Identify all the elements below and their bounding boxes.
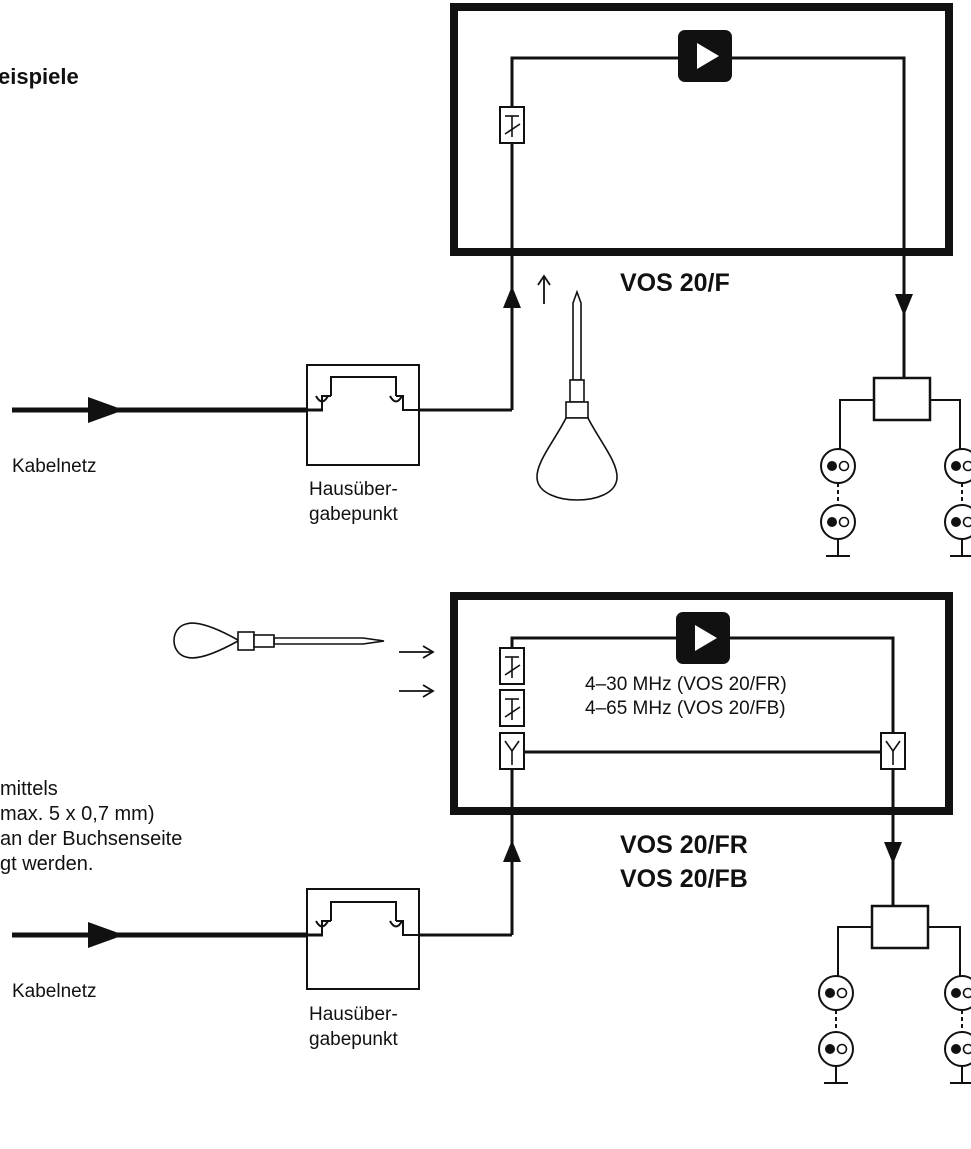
- outlet-icon: [818, 975, 854, 1011]
- frequency-label-2: 4–65 MHz (VOS 20/FB): [585, 698, 786, 719]
- diplexer-icon: [499, 732, 525, 770]
- transfer-label-top-2: gabepunkt: [309, 504, 398, 525]
- amplifier-icon: [676, 612, 730, 664]
- vos20f-housing: [450, 3, 953, 256]
- model-label-bottom-2: VOS 20/FB: [620, 865, 748, 893]
- outlet-icon: [820, 448, 856, 484]
- model-label-top: VOS 20/F: [620, 269, 730, 297]
- outlet-icon: [944, 448, 971, 484]
- screwdriver-icon: [536, 289, 618, 501]
- cable-arrow-icon: [88, 397, 124, 423]
- vos20f-signal-path: [510, 56, 906, 270]
- vos20fr-housing: [450, 592, 953, 815]
- note-line-2: max. 5 x 0,7 mm): [0, 803, 155, 825]
- source-label-bottom: Kabelnetz: [12, 981, 97, 1002]
- output-arrow-icon: [884, 842, 902, 864]
- transfer-label-bottom-1: Hausüber-: [309, 1004, 398, 1025]
- outlet-icon: [820, 504, 856, 557]
- note-line-4: gt werden.: [0, 853, 94, 875]
- note-line-1: mittels: [0, 778, 58, 800]
- equalizer-icon: [499, 106, 525, 144]
- bottom-diagram: [12, 592, 971, 1084]
- outlet-splitter: [872, 376, 932, 422]
- slope-icon: [499, 647, 525, 685]
- transfer-label-top-1: Hausüber-: [309, 479, 398, 500]
- diplexer-icon: [880, 732, 906, 770]
- source-label-top: Kabelnetz: [12, 456, 97, 477]
- outlet-icon: [818, 1031, 854, 1084]
- transfer-label-bottom-2: gabepunkt: [309, 1029, 398, 1050]
- model-label-bottom-1: VOS 20/FR: [620, 831, 748, 859]
- page-heading: eispiele: [0, 64, 79, 89]
- outlet-splitter: [870, 904, 930, 950]
- outlet-icon: [944, 504, 971, 557]
- amplifier-icon: [678, 30, 732, 82]
- outlet-icon: [944, 1031, 971, 1084]
- input-arrow-icon: [503, 286, 521, 308]
- input-arrow-icon: [503, 840, 521, 862]
- frequency-label-1: 4–30 MHz (VOS 20/FR): [585, 674, 787, 695]
- outlet-icon: [944, 975, 971, 1011]
- house-transfer-point: [306, 364, 420, 466]
- adjust-arrow-icon: [399, 645, 435, 698]
- note-line-3: an der Buchsenseite: [0, 828, 183, 850]
- house-transfer-point: [306, 888, 420, 990]
- screwdriver-icon: [173, 622, 385, 659]
- cable-arrow-icon: [88, 922, 124, 948]
- top-diagram: [12, 3, 971, 557]
- adjust-arrow-icon: [537, 274, 551, 304]
- output-arrow-icon: [895, 294, 913, 316]
- equalizer-icon: [499, 689, 525, 727]
